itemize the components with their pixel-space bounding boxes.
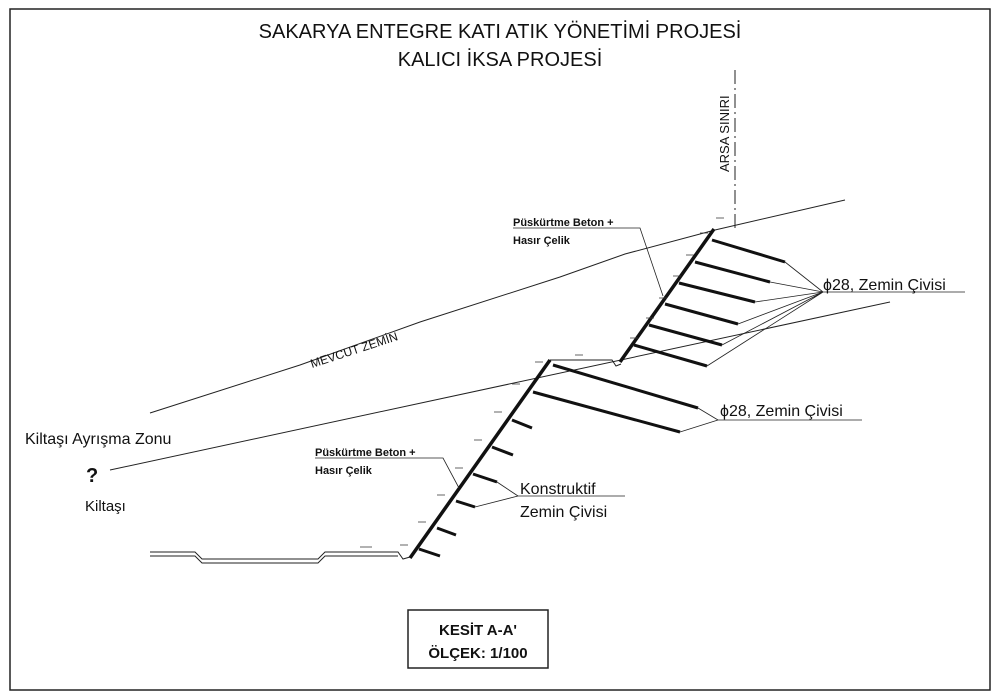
- short-nail: [472, 472, 498, 484]
- existing-ground-line: [149, 199, 846, 414]
- excavation-base-line: [150, 551, 411, 560]
- soil-nail: [648, 323, 723, 347]
- elevation-marks: [360, 217, 724, 548]
- bench: [550, 359, 622, 367]
- title-line-2: KALICI İKSA PROJESİ: [398, 48, 603, 71]
- property-line-label: ARSA SINIRI: [717, 95, 732, 172]
- shotcrete-lower-label-2: Hasır Çelik: [315, 465, 373, 477]
- soil-nail: [664, 302, 739, 326]
- short-nail: [491, 445, 514, 457]
- soil-nail: [633, 343, 708, 368]
- short-nail: [511, 418, 533, 430]
- constructive-nail-label-2: Zemin Çivisi: [520, 504, 607, 521]
- constructive-soil-nails: [418, 418, 533, 558]
- upper-shotcrete-wall: [618, 227, 716, 364]
- weathering-zone-boundary: [109, 301, 891, 471]
- question-mark: ?: [86, 465, 98, 487]
- soil-nail: [552, 363, 699, 410]
- leader-lines: [315, 227, 965, 508]
- lower-shotcrete-wall: [408, 358, 552, 560]
- shotcrete-upper-label-2: Hasır Çelik: [513, 235, 571, 247]
- section-name: KESİT A-A': [439, 622, 517, 639]
- soil-nail: [694, 260, 771, 284]
- short-nail: [455, 499, 476, 509]
- soil-nail: [711, 238, 786, 264]
- upper-soil-nails: [532, 238, 786, 434]
- short-nail: [436, 526, 457, 537]
- soil-nail: [532, 390, 681, 434]
- nail-upper-label: ϕ28, Zemin Çivisi: [823, 277, 946, 294]
- shotcrete-lower-label-1: Püskürtme Beton +: [315, 447, 416, 459]
- shotcrete-upper-label-1: Püskürtme Beton +: [513, 217, 614, 229]
- section-scale: ÖLÇEK: 1/100: [428, 645, 527, 662]
- drawing-border: [9, 8, 991, 691]
- excavation-base-line-2: [150, 555, 398, 564]
- claystone-label: Kiltaşı: [85, 498, 126, 515]
- short-nail: [418, 547, 441, 558]
- section-title-box: [407, 609, 549, 669]
- existing-ground-label: MEVCUT ZEMİN: [309, 329, 400, 370]
- soil-nail: [678, 281, 756, 304]
- nail-lower-label: ϕ28, Zemin Çivisi: [720, 403, 843, 420]
- constructive-nail-label-1: Konstruktif: [520, 481, 596, 498]
- weathering-zone-label: Kiltaşı Ayrışma Zonu: [25, 431, 171, 448]
- title-line-1: SAKARYA ENTEGRE KATI ATIK YÖNETİMİ PROJE…: [259, 20, 742, 43]
